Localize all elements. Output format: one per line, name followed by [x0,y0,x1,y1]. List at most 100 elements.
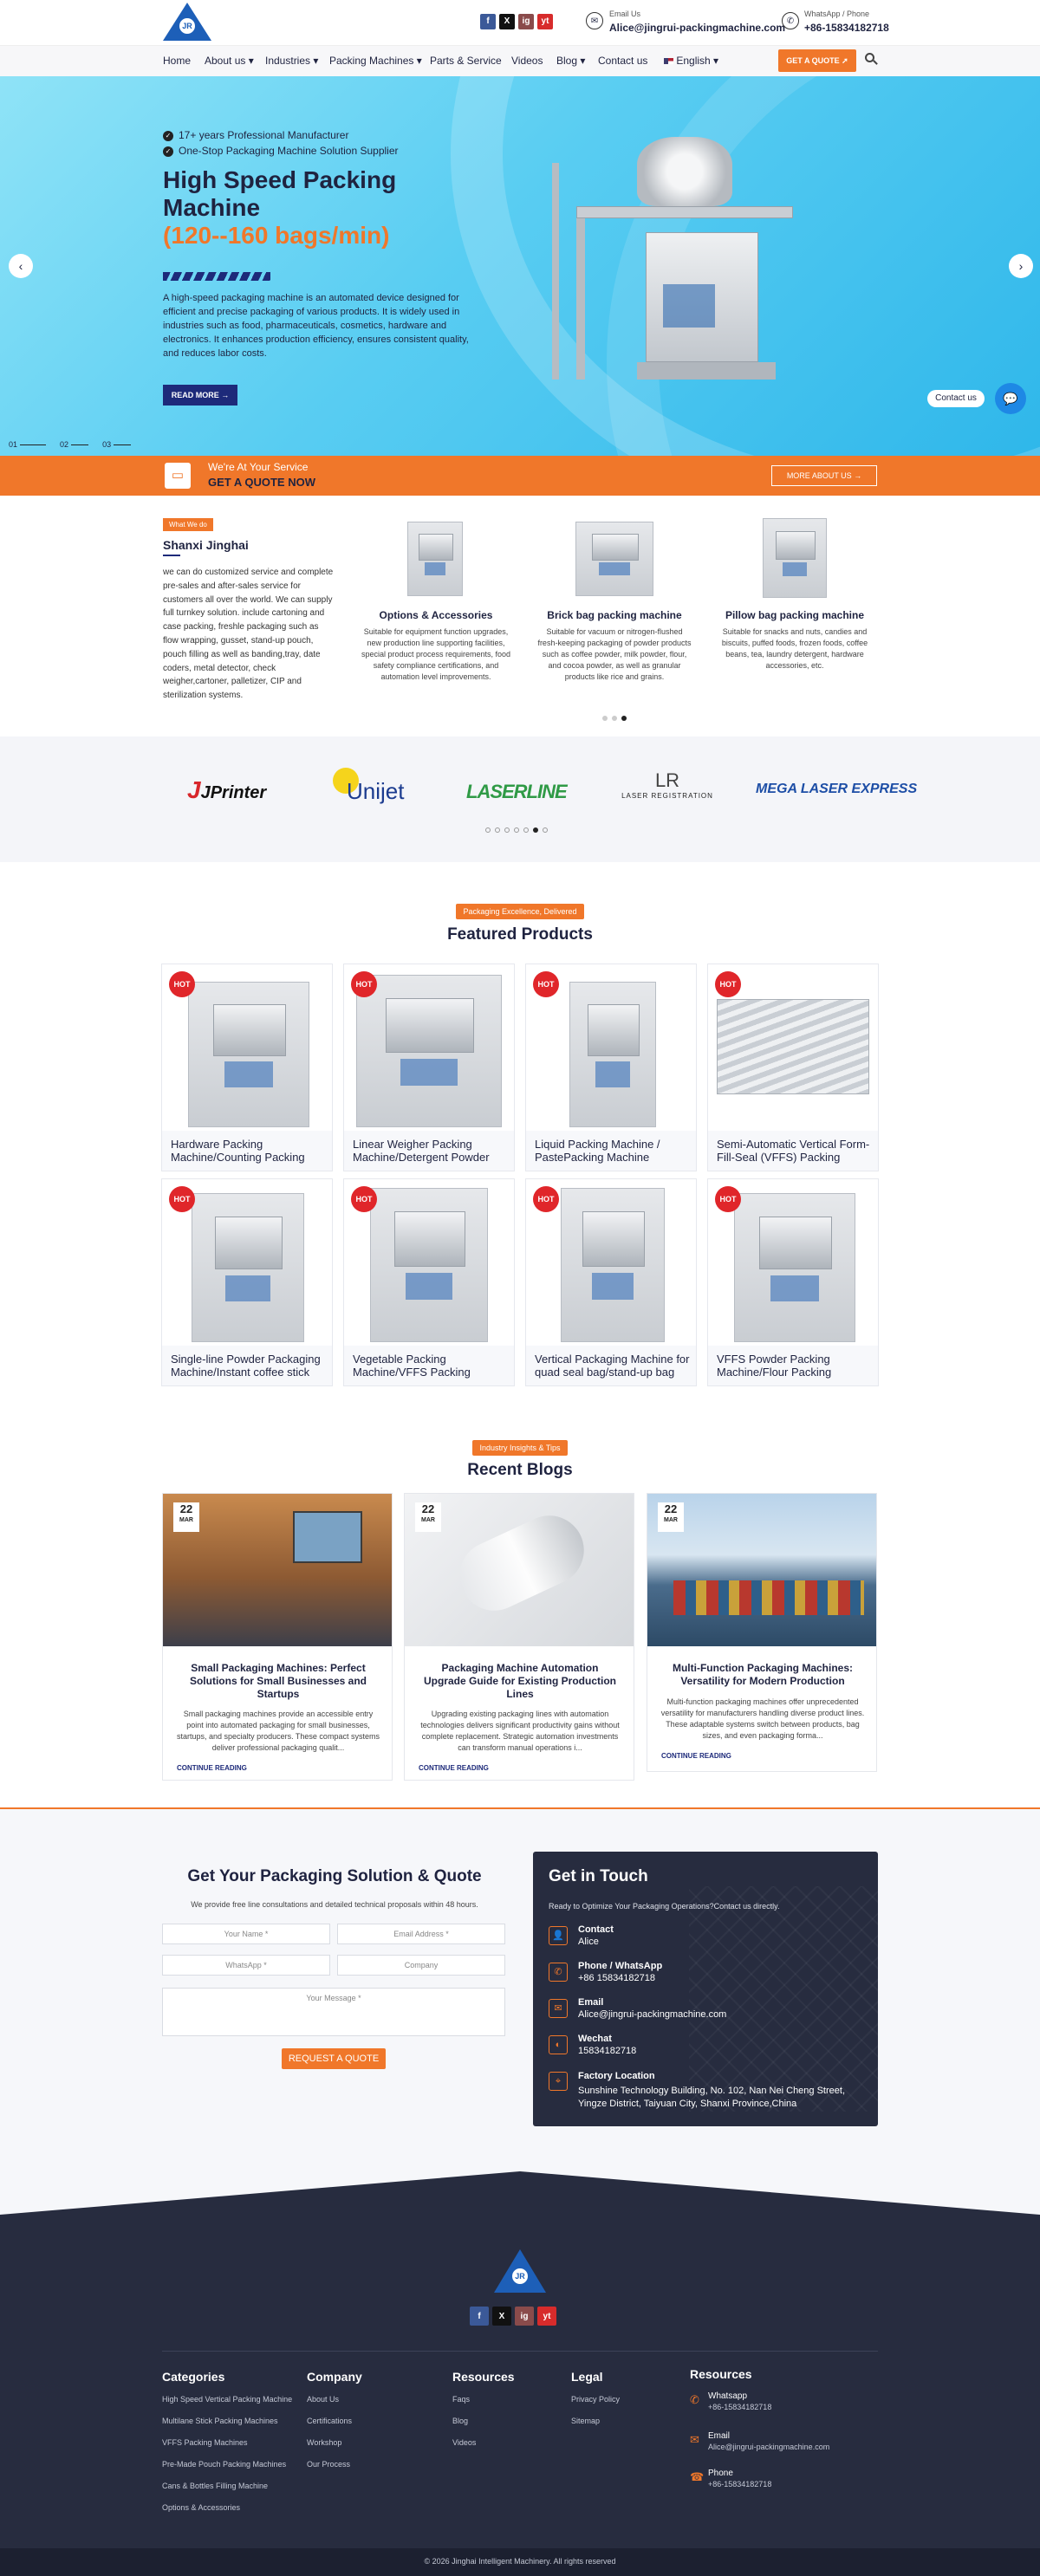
instagram-icon[interactable]: ig [518,13,534,29]
footer-link[interactable]: Multilane Stick Packing Machines [162,2417,278,2425]
service-line-1: We're At Your Service [208,461,309,473]
footer-link[interactable]: Blog [452,2417,469,2425]
nav-videos[interactable]: Videos [511,55,543,67]
whatsapp-input[interactable]: WhatsApp * [162,1955,330,1976]
pager-dot[interactable] [485,827,491,833]
footer-logo[interactable]: JR [494,2249,546,2293]
chevron-left-icon: ‹ [18,259,23,273]
pager-dot[interactable] [495,827,500,833]
phone-contact[interactable]: ✆ [782,12,799,29]
footer-link[interactable]: Our Process [307,2460,351,2469]
instagram-icon[interactable]: ig [515,2307,534,2326]
email-address[interactable]: Alice@jingrui-packingmachine.com [609,22,786,34]
brand-logo: JJPrinter [187,776,267,803]
prev-slide-button[interactable]: ‹ [9,254,33,278]
arrow-right-icon: → [221,391,230,399]
pager-dot[interactable] [612,716,617,721]
footer-link[interactable]: VFFS Packing Machines [162,2438,248,2447]
company-input[interactable]: Company [337,1955,505,1976]
youtube-icon[interactable]: yt [537,2307,556,2326]
request-quote-button[interactable]: REQUEST A QUOTE [282,2048,386,2069]
pager-dot-active[interactable] [533,827,538,833]
get-quote-button[interactable]: GET A QUOTE ➚ [778,49,856,72]
phone-number[interactable]: +86-15834182718 [804,22,889,34]
nav-packing-machines[interactable]: Packing Machines ▾ [329,55,422,67]
chat-icon[interactable]: 💬 [995,383,1026,414]
footer-link[interactable]: Videos [452,2438,477,2447]
footer-link[interactable]: About Us [307,2395,340,2404]
name-input[interactable]: Your Name * [162,1924,330,1944]
pager-dot[interactable] [602,716,608,721]
about-card[interactable]: Pillow bag packing machine Suitable for … [718,516,872,686]
footer-link[interactable]: Certifications [307,2417,353,2425]
x-icon[interactable]: X [492,2307,511,2326]
facebook-icon[interactable]: f [480,13,496,29]
nav-industries[interactable]: Industries ▾ [265,55,319,67]
nav-home[interactable]: Home [163,55,192,67]
footer-link[interactable]: Workshop [307,2438,342,2447]
email-contact[interactable]: ✉ [586,12,603,29]
youtube-icon[interactable]: yt [537,13,553,29]
about-underline [163,555,180,556]
contact-us-tooltip[interactable]: Contact us [927,390,985,407]
footer-link[interactable]: Faqs [452,2395,471,2404]
continue-reading-link[interactable]: CONTINUE READING [177,1764,247,1772]
footer-link[interactable]: Options & Accessories [162,2503,241,2512]
card-image [763,518,827,598]
blog-title[interactable]: Small Packaging Machines: Perfect Soluti… [189,1662,367,1700]
continue-reading-link[interactable]: CONTINUE READING [661,1752,731,1760]
phone-label: WhatsApp / Phone [804,10,870,18]
containers [673,1580,864,1615]
slide-dot-3[interactable]: 03 [102,440,131,449]
facebook-icon[interactable]: f [470,2307,489,2326]
search-icon[interactable] [865,53,879,67]
footer-link[interactable]: Privacy Policy [571,2395,621,2404]
touch-phone[interactable]: Phone / WhatsApp+86 15834182718 [578,1961,663,1983]
pager-dot[interactable] [504,827,510,833]
continue-reading-link[interactable]: CONTINUE READING [419,1764,489,1772]
slide-dot-2[interactable]: 02 [60,440,88,449]
nav-blog[interactable]: Blog ▾ [556,55,586,67]
about-card[interactable]: Brick bag packing machine Suitable for v… [537,516,692,686]
nav-parts-service[interactable]: Parts & Service [430,55,502,67]
footer-phone[interactable]: Phone+86-15834182718 [708,2469,772,2488]
footer-link[interactable]: Sitemap [571,2417,601,2425]
footer-link[interactable]: Pre-Made Pouch Packing Machines [162,2460,287,2469]
x-icon[interactable]: X [499,13,515,29]
about-card[interactable]: Options & Accessories Suitable for equip… [359,516,513,686]
blog-title[interactable]: Multi-Function Packaging Machines: Versa… [672,1662,853,1687]
slide-dot-1[interactable]: 01 [9,440,46,449]
nav-contact[interactable]: Contact us [598,55,648,67]
more-about-us-button[interactable]: MORE ABOUT US → [771,465,877,486]
footer-link[interactable]: High Speed Vertical Packing Machine [162,2395,293,2404]
pager-dot[interactable] [543,827,548,833]
nav-about[interactable]: About us ▾ [205,55,254,67]
message-textarea[interactable]: Your Message * [162,1988,505,2036]
logo[interactable]: JR [163,3,211,41]
pager-dot[interactable] [514,827,519,833]
read-more-button[interactable]: READ MORE → [163,385,237,406]
email-input[interactable]: Email Address * [337,1924,505,1944]
next-slide-button[interactable]: › [1009,254,1033,278]
pager-dot-active[interactable] [621,716,627,721]
pager-dot[interactable] [523,827,529,833]
footer-link[interactable]: Cans & Bottles Filling Machine [162,2482,269,2490]
footer-whatsapp[interactable]: Whatsapp+86-15834182718 [708,2391,772,2411]
hero-subtitle: (120--160 bags/min) [163,222,390,249]
blog-title[interactable]: Packaging Machine Automation Upgrade Gui… [423,1662,616,1700]
language-selector[interactable]: English ▾ [664,55,718,67]
